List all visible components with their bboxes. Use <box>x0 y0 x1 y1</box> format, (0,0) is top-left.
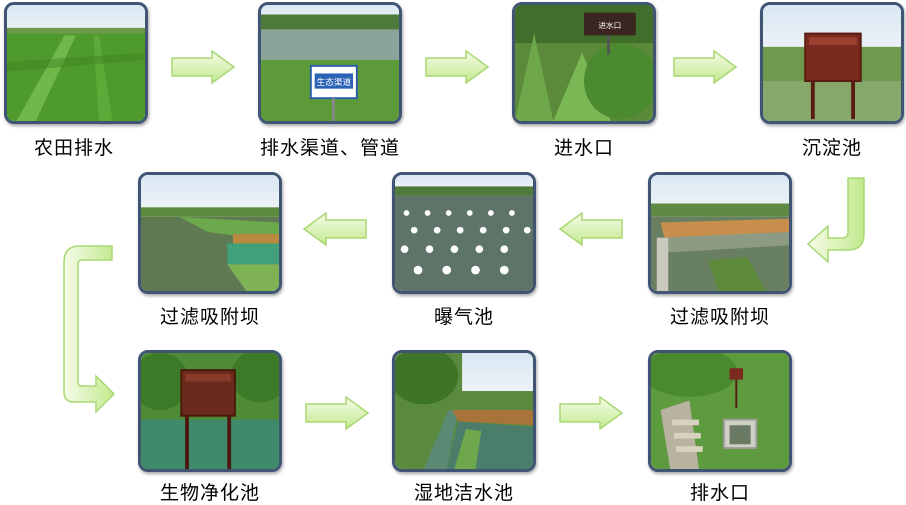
flow-arrow-right <box>559 396 624 430</box>
filter-dam-photo <box>138 172 282 294</box>
filter-dam-photo <box>648 172 792 294</box>
step-label: 排水口 <box>689 482 750 504</box>
water-outlet-photo <box>648 350 792 472</box>
wetland-pond-photo <box>392 350 536 472</box>
flow-arrow-right <box>425 50 490 84</box>
flow-arrow-right <box>673 50 738 84</box>
water-inlet-photo: 进水口 <box>512 2 656 124</box>
flow-arrow-turn-down-left <box>806 177 865 264</box>
step-label: 进水口 <box>553 137 614 159</box>
flow-arrow-right <box>171 50 236 84</box>
step-label: 沉淀池 <box>801 137 862 159</box>
step-label: 湿地洁水池 <box>413 482 514 504</box>
step-label: 过滤吸附坝 <box>159 306 260 328</box>
flow-arrow-left <box>302 212 367 246</box>
step-label: 排水渠道、管道 <box>259 137 400 159</box>
step-label: 过滤吸附坝 <box>669 306 770 328</box>
inlet-sign-text: 进水口 <box>598 20 621 30</box>
bio-purification-photo <box>138 350 282 472</box>
step-label: 农田排水 <box>33 137 114 159</box>
flow-arrow-right <box>305 396 370 430</box>
step-label: 曝气池 <box>433 306 494 328</box>
channel-sign-text: 生态渠道 <box>317 76 352 88</box>
farmland-photo <box>4 2 148 124</box>
flow-arrow-left <box>558 212 623 246</box>
step-label: 生物净化池 <box>159 482 260 504</box>
flow-arrow-turn-down-right <box>63 245 116 414</box>
drainage-channel-photo: 生态渠道 <box>258 2 402 124</box>
sedimentation-pond-photo <box>760 2 904 124</box>
aeration-pond-photo <box>392 172 536 294</box>
